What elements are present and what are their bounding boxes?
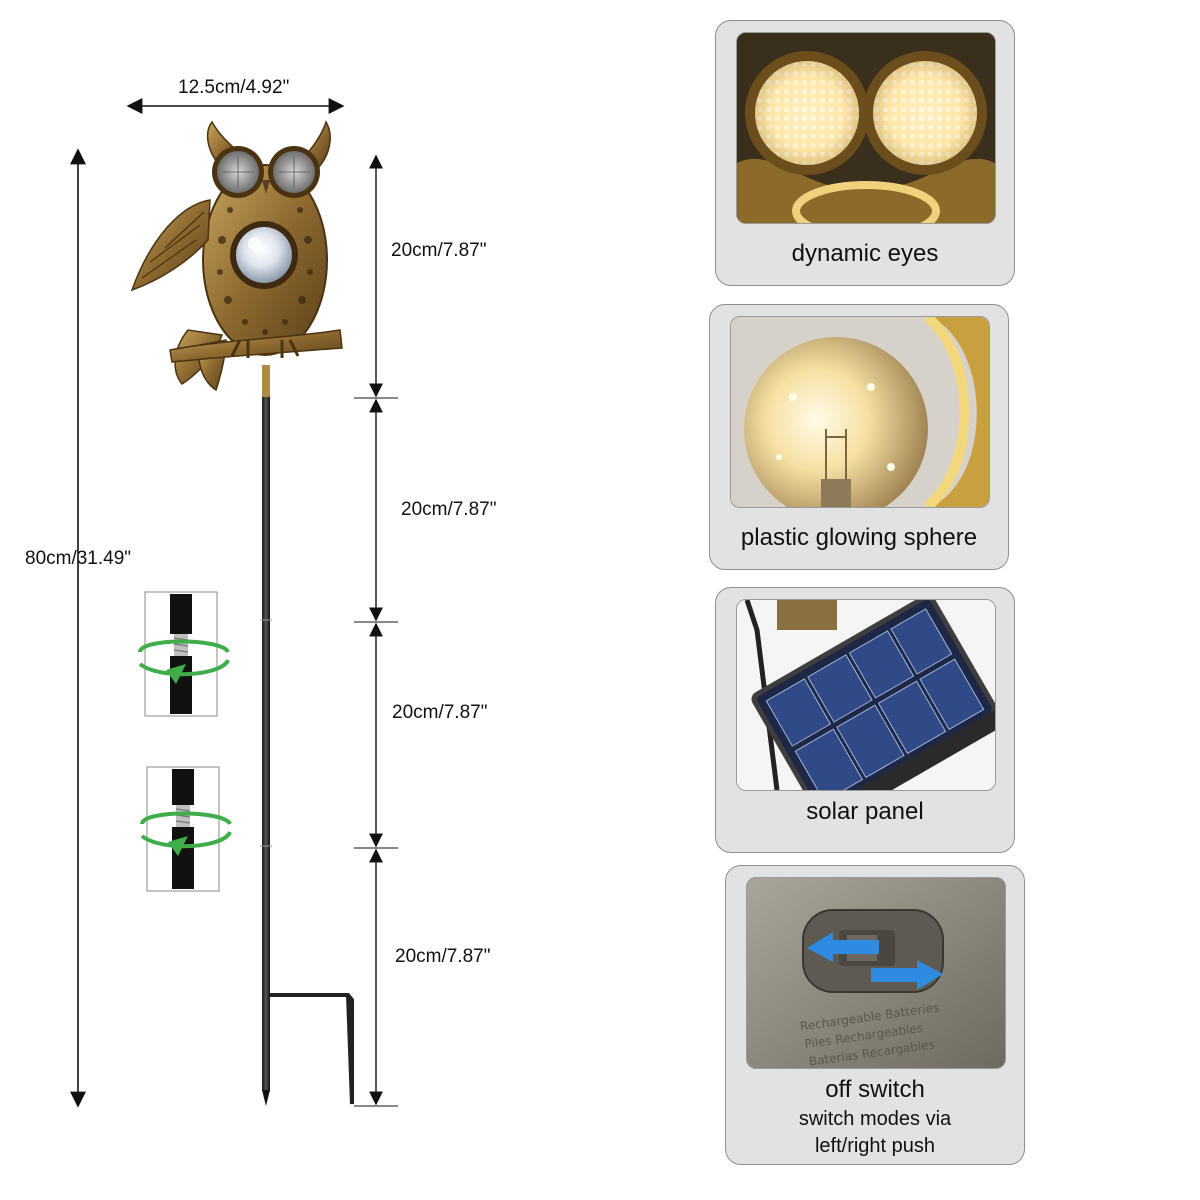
off-switch-caption: off switch xyxy=(825,1076,925,1103)
segment-dimension-arrows xyxy=(354,154,398,1107)
segment-1-label: 20cm/7.87" xyxy=(391,240,487,261)
pole xyxy=(260,365,272,1106)
ground-stake xyxy=(264,993,354,1105)
owl-light-illustration xyxy=(130,120,343,392)
height-dimension-label: 80cm/31.49" xyxy=(25,548,132,569)
solar-panel-photo xyxy=(736,599,996,791)
dynamic-eyes-caption: dynamic eyes xyxy=(791,240,939,267)
feature-card-off-switch: Rechargeable Batteries Piles Rechargeabl… xyxy=(725,865,1025,1165)
feature-card-glowing-sphere: plastic glowing sphere xyxy=(709,304,1009,570)
product-dimension-diagram xyxy=(70,98,398,1108)
segment-3-label: 20cm/7.87" xyxy=(392,702,488,723)
feature-card-solar-panel: solar panel xyxy=(715,587,1015,853)
segment-4-label: 20cm/7.87" xyxy=(395,946,491,967)
feature-card-dynamic-eyes: dynamic eyes xyxy=(715,20,1015,286)
pole-joint-detail-2 xyxy=(140,766,232,892)
off-switch-photo: Rechargeable Batteries Piles Rechargeabl… xyxy=(746,877,1006,1069)
pole-joint-detail-1 xyxy=(138,591,230,717)
glowing-sphere-caption: plastic glowing sphere xyxy=(740,524,978,551)
off-switch-subcaption-1: switch modes via xyxy=(798,1108,952,1130)
glowing-sphere-photo xyxy=(730,316,990,508)
dynamic-eyes-photo xyxy=(736,32,996,224)
off-switch-subcaption-2: left/right push xyxy=(814,1135,936,1157)
width-dimension-label: 12.5cm/4.92" xyxy=(178,77,290,98)
segment-2-label: 20cm/7.87" xyxy=(401,499,497,520)
solar-panel-caption: solar panel xyxy=(806,798,924,825)
